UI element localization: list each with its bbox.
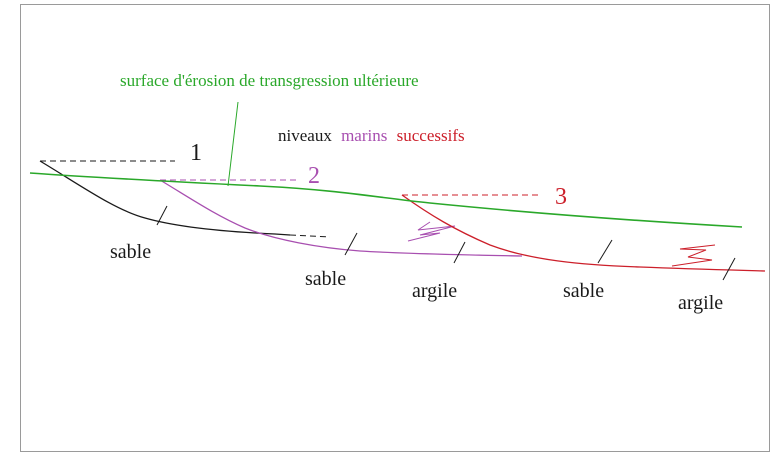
levels-title-word1: niveaux (278, 126, 332, 145)
clay-2-pointer (454, 242, 465, 263)
shoreline-profile-1 (40, 161, 290, 235)
sand-1-label: sable (110, 241, 151, 263)
level-3-label: 3 (555, 184, 567, 210)
shoreline-profile-1-dashed (290, 235, 330, 237)
sand-2-label: sable (305, 268, 346, 290)
clay-3-pointer (723, 258, 735, 280)
sand-2-pointer (345, 233, 357, 255)
sand-3-label: sable (563, 280, 604, 302)
sand-3-pointer (598, 240, 612, 263)
erosion-surface-line (30, 173, 742, 227)
clay-3-label: argile (678, 292, 723, 314)
level-1-label: 1 (190, 140, 202, 166)
clay-2-label: argile (412, 280, 457, 302)
erosion-surface-label: surface d'érosion de transgression ultér… (120, 71, 419, 90)
levels-title: niveaux marins successifs (278, 126, 465, 145)
clay-interfingering-3 (672, 245, 715, 266)
levels-title-word3: successifs (397, 126, 465, 145)
levels-title-word2: marins (341, 126, 387, 145)
shoreline-profile-2 (160, 180, 522, 256)
level-2-label: 2 (308, 163, 320, 189)
erosion-surface-pointer (228, 102, 238, 186)
